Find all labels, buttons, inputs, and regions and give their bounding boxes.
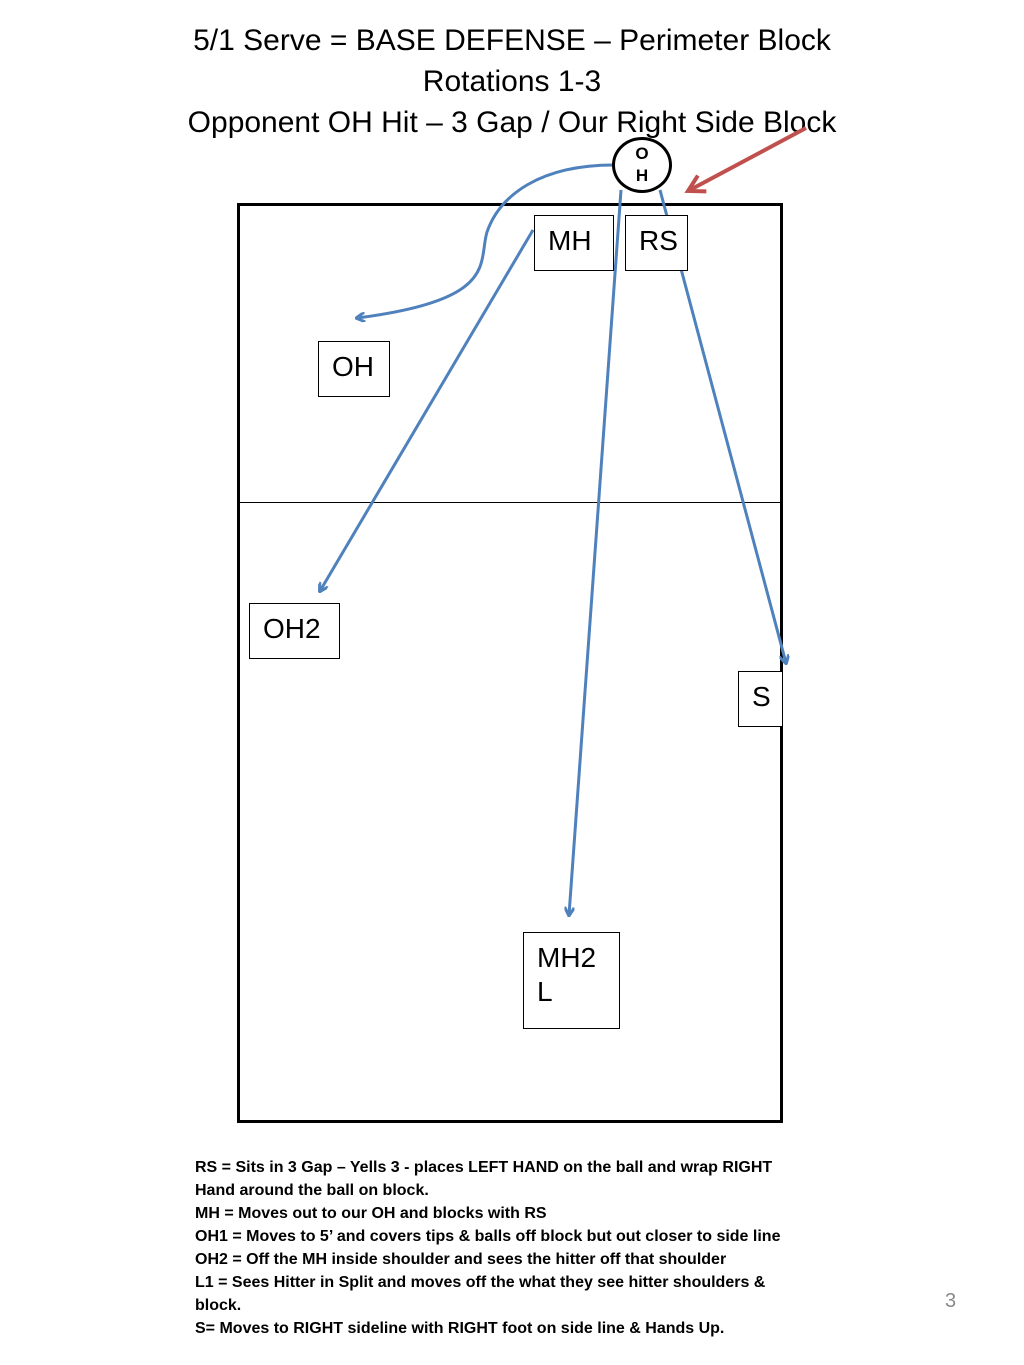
player-s: S [738,671,783,727]
player-mh2-l: MH2 L [523,932,620,1029]
title-line-1: 5/1 Serve = BASE DEFENSE – Perimeter Blo… [193,24,831,57]
player-oh-label: OH [332,351,374,382]
note-line: RS = Sits in 3 Gap – Yells 3 - places LE… [195,1159,773,1176]
opponent-label-line-2: H [635,166,649,185]
note-line: Hand around the ball on block. [195,1182,429,1199]
player-rs: RS [625,215,688,271]
player-mh-label: MH [548,225,592,256]
player-mh: MH [534,215,614,271]
player-mh2-label: MH2 [537,942,597,973]
note-line: L1 = Sees Hitter in Split and moves off … [195,1274,766,1291]
player-oh2: OH2 [249,603,340,659]
note-line: OH1 = Moves to 5’ and covers tips & ball… [195,1228,781,1245]
note-line: OH2 = Off the MH inside shoulder and see… [195,1251,727,1268]
player-rs-label: RS [639,225,678,256]
player-oh2-label: OH2 [263,613,321,644]
role-notes: RS = Sits in 3 Gap – Yells 3 - places LE… [195,1156,815,1340]
opponent-oh-marker: O H [612,137,672,193]
page-number: 3 [945,1290,957,1312]
player-l-label: L [537,976,553,1007]
attack-line [240,502,780,503]
opponent-label-line-1: O [635,144,649,163]
title-line-2: Rotations 1-3 [422,65,602,98]
player-s-label: S [752,681,771,712]
player-oh: OH [318,341,390,397]
note-line: block. [195,1297,242,1314]
note-line: S= Moves to RIGHT sideline with RIGHT fo… [195,1320,725,1337]
slide-title: 5/1 Serve = BASE DEFENSE – Perimeter Blo… [0,20,1024,143]
title-line-3: Opponent OH Hit – 3 Gap / Our Right Side… [187,106,837,139]
note-line: MH = Moves out to our OH and blocks with… [195,1205,547,1222]
